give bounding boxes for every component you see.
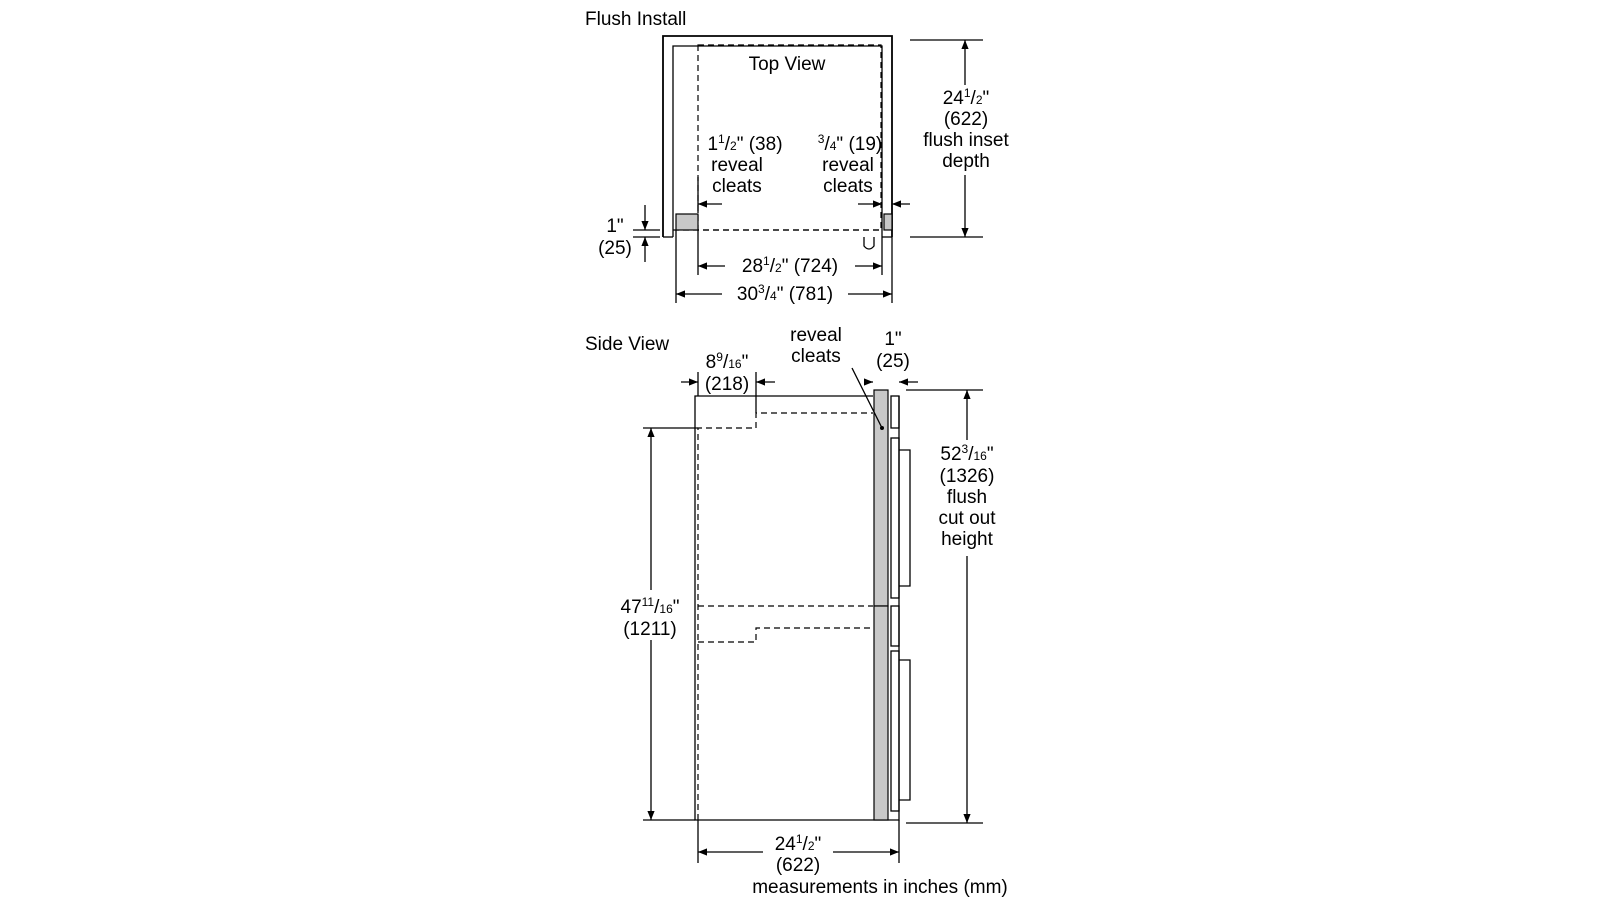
cutout-text-2: cut out [938, 508, 996, 529]
handle-stub [863, 237, 875, 250]
right-cleat [883, 213, 893, 231]
offset-inch-label: 1" [606, 216, 623, 237]
top-recess-dimension: 89/16" (218) [681, 350, 775, 413]
side-view-drawing [694, 389, 911, 821]
side-depth-inch-label: 241/2" [775, 832, 822, 855]
left-cleat [675, 213, 699, 231]
left-reveal-text: reveal [711, 155, 763, 176]
body-height-dimension: 4711/16" (1211) [610, 427, 698, 821]
callout-text-2: cleats [791, 346, 841, 367]
door-mm-label: (25) [876, 351, 910, 372]
right-reveal-text: reveal [822, 155, 874, 176]
right-reveal-dimension: 3/4" (19) reveal cleats [818, 132, 910, 208]
inner-width-label: 281/2" (724) [742, 254, 838, 277]
flush-install-title: Flush Install [585, 9, 686, 30]
recess-inch-label: 89/16" [706, 350, 749, 373]
right-reveal-text-2: cleats [823, 176, 873, 197]
lower-door-panel [873, 605, 889, 821]
left-reveal-text-2: cleats [712, 176, 762, 197]
offset-mm-label: (25) [598, 238, 632, 259]
depth-text-label: flush inset [923, 130, 1009, 151]
flush-inset-depth-dimension: 241/2" (622) flush inset depth [910, 39, 1009, 238]
lower-cleat [890, 605, 900, 647]
cutout-inch-label: 523/16" [940, 442, 993, 465]
recess-mm-label: (218) [705, 374, 749, 395]
side-view-title: Side View [585, 334, 669, 355]
right-reveal-inch-label: 3/4" (19) [818, 132, 882, 155]
left-reveal-inch-label: 11/2" (38) [707, 132, 782, 155]
units-footnote: measurements in inches (mm) [752, 877, 1008, 898]
front-offset-dimension: 1" (25) [598, 205, 660, 262]
lower-handle [899, 659, 911, 801]
outer-width-dimension: 303/4" (781) [675, 230, 893, 305]
upper-handle [899, 449, 911, 587]
upper-cleat [890, 395, 900, 429]
side-depth-mm-label: (622) [776, 855, 820, 876]
inner-width-dimension: 281/2" (724) [697, 230, 883, 277]
cutout-height-dimension: 523/16" (1326) flush cut out height [906, 389, 1010, 824]
body-height-inch-label: 4711/16" [621, 595, 680, 618]
top-view-title: Top View [749, 54, 826, 75]
left-reveal-dimension: 11/2" (38) reveal cleats [697, 132, 783, 213]
depth-inch-label: 241/2" [943, 86, 990, 109]
top-view-drawing [662, 35, 893, 250]
depth-mm-label: (622) [944, 109, 988, 130]
reveal-cleats-callout: reveal cleats [790, 325, 884, 430]
lower-handle-mount [890, 650, 900, 812]
depth-text-label-2: depth [942, 151, 990, 172]
cutout-mm-label: (1326) [940, 466, 995, 487]
cutout-text-3: height [941, 529, 993, 550]
body-height-mm-label: (1211) [623, 619, 677, 640]
callout-text: reveal [790, 325, 842, 346]
upper-door-panel [873, 389, 889, 607]
side-depth-dimension: 241/2" (622) [697, 820, 900, 876]
cutout-text: flush [947, 487, 987, 508]
door-thickness-dimension: 1" (25) [864, 329, 918, 386]
outer-width-label: 303/4" (781) [737, 282, 833, 305]
door-inch-label: 1" [884, 329, 901, 350]
upper-handle-mount [890, 437, 900, 599]
